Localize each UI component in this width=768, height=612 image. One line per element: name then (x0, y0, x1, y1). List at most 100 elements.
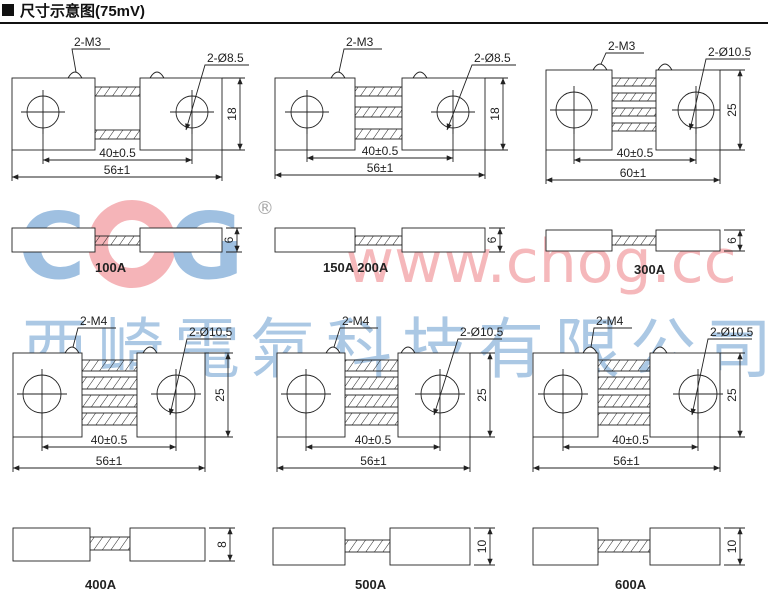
section-title: 尺寸示意图(75mV) (20, 2, 146, 20)
height-label: 25 (725, 103, 739, 117)
screw-label: 2-M4 (596, 314, 624, 328)
pitch-label: 40±0.5 (617, 146, 654, 160)
hole-label: 2-Ø10.5 (708, 45, 752, 59)
thickness-label: 6 (222, 236, 236, 243)
resistor-strip (597, 412, 651, 426)
hole-leader (446, 64, 516, 131)
height-label: 25 (725, 388, 739, 402)
registered-mark: ® (256, 198, 274, 219)
terminal-block-right (401, 227, 486, 253)
resistor-strip (94, 129, 141, 140)
resistor-strip (354, 106, 403, 118)
hole-leader (433, 338, 502, 416)
hole-label: 2-Ø8.5 (474, 51, 511, 65)
terminal-block-right (389, 527, 471, 566)
extension-lines (11, 128, 223, 181)
screw-label: 2-M3 (74, 35, 102, 49)
screw-leader (600, 52, 644, 65)
resistor-strip (81, 359, 138, 372)
resistor-strip (611, 77, 657, 87)
current-rating-label: 600A (615, 577, 647, 592)
screw-label: 2-M3 (346, 35, 374, 49)
thickness-label: 8 (215, 541, 229, 548)
resistor-strip (344, 359, 399, 372)
screw-leader (590, 327, 632, 348)
side-view: 10 (272, 527, 495, 566)
terminal-block-left (12, 527, 91, 562)
centerline (673, 369, 723, 419)
screw-leader (71, 48, 110, 73)
resistor-strip (94, 86, 141, 97)
height-label: 18 (488, 107, 502, 121)
resistor-strip (611, 235, 657, 246)
resistor-strip (89, 536, 131, 551)
centerline (21, 90, 65, 134)
terminal-block-right (397, 352, 471, 438)
pitch-label: 40±0.5 (91, 433, 128, 447)
resistor-strip (81, 394, 138, 408)
resistor-strip (344, 539, 391, 553)
screw-icon (412, 71, 428, 79)
current-rating-label: 150A 200A (323, 260, 389, 275)
thickness-label: 6 (725, 237, 739, 244)
resistor-strip (81, 376, 138, 390)
extension-lines (12, 413, 206, 472)
pitch-label: 40±0.5 (99, 146, 136, 160)
screw-icon (149, 71, 165, 79)
centerline (151, 369, 201, 419)
header-rule (0, 22, 768, 24)
pitch-label: 40±0.5 (355, 433, 392, 447)
current-rating-label: 300A (634, 262, 666, 277)
screw-leader (338, 48, 382, 73)
hole-label: 2-Ø10.5 (710, 325, 754, 339)
centerline (285, 90, 329, 134)
pitch-label: 40±0.5 (612, 433, 649, 447)
terminal-block-left (276, 352, 346, 438)
resistor-strip (597, 376, 651, 390)
centerline (170, 90, 214, 134)
resistor-strip (344, 412, 399, 426)
hole-leader (690, 338, 752, 416)
terminal-block-right (401, 77, 486, 151)
centerline (550, 86, 598, 134)
thickness-label: 10 (725, 540, 739, 554)
resistor-strip (354, 235, 403, 246)
terminal-block-left (274, 77, 356, 151)
extension-lines (274, 128, 486, 179)
hole-leader (168, 338, 231, 416)
screw-icon (652, 346, 668, 354)
terminal-block-right (136, 352, 206, 438)
screw-icon (657, 63, 673, 71)
length-label: 56±1 (367, 161, 394, 175)
screw-icon (330, 71, 346, 79)
screw-icon (400, 346, 416, 354)
thickness-label: 10 (475, 540, 489, 554)
length-label: 56±1 (96, 454, 123, 468)
terminal-block-right (649, 352, 721, 438)
hole-label: 2-Ø10.5 (189, 325, 233, 339)
section-header: 尺寸示意图(75mV) (2, 0, 145, 20)
screw-icon (582, 346, 598, 354)
centerline (17, 369, 67, 419)
centerline (538, 369, 588, 419)
screw-icon (142, 346, 158, 354)
terminal-block-right (139, 77, 223, 151)
hole-leader (688, 58, 750, 131)
resistor-strip (597, 359, 651, 372)
resistor-strip (597, 394, 651, 408)
terminal-block-left (272, 527, 346, 566)
terminal-block-left (545, 229, 613, 252)
terminal-block-left (274, 227, 356, 253)
terminal-block-right (655, 229, 721, 252)
hole-label: 2-Ø8.5 (207, 51, 244, 65)
